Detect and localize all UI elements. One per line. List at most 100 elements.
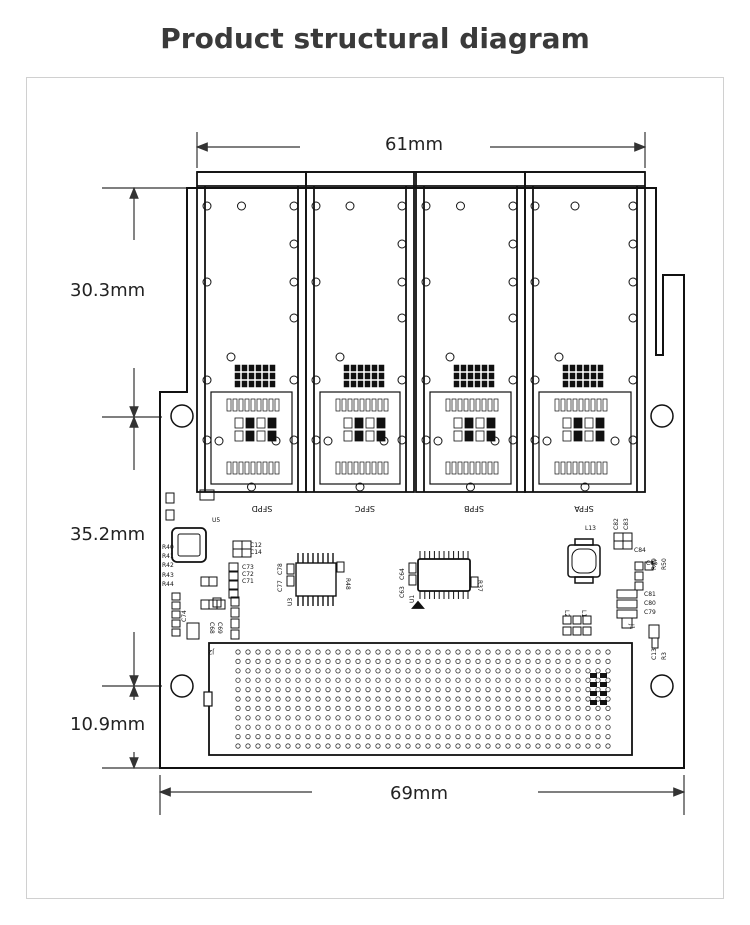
pad [234,380,241,388]
pad [234,364,241,372]
header-hole [425,715,431,721]
passive-component [408,562,417,574]
header-hole [335,658,341,665]
pad [597,364,604,372]
header-hole [395,733,401,740]
header-hole [545,696,551,702]
header-hole [275,649,281,655]
header-hole [245,705,251,712]
pad [359,398,365,412]
header-hole [275,677,281,683]
header-hole [335,724,341,730]
passive-component [613,540,624,550]
header-hole [375,733,381,740]
sfp-cage [415,171,526,493]
pad [493,461,499,475]
header-hole [445,696,451,702]
header-hole [595,668,601,674]
header-hole [325,696,331,702]
header-hole [355,696,361,702]
header-hole [395,724,401,730]
header-hole [385,677,391,683]
pad [451,398,457,412]
header-hole [555,649,561,655]
passive-component [171,619,181,628]
header-hole [235,743,241,749]
header-hole [315,733,321,740]
header-hole [575,733,581,740]
header-hole [495,668,501,674]
silk-c63: C63 [399,586,406,598]
pad [262,398,268,412]
header-hole [435,696,441,702]
passive-component [165,509,175,521]
pad [562,430,572,442]
passive-component [232,548,243,558]
passive-component [208,576,218,587]
pad [584,398,590,412]
header-hole [595,658,601,665]
header-hole [235,649,241,655]
header-hole [385,696,391,702]
via-hole [508,277,518,287]
header-hole [395,677,401,683]
via-hole [289,375,299,385]
silk-c68: C68 [208,622,215,634]
header-hole [285,658,291,665]
header-hole [255,658,261,665]
header-hole [315,668,321,674]
pad [486,417,496,429]
header-hole [315,705,321,712]
header-hole [605,686,611,693]
header-hole [585,715,591,721]
pad [460,380,467,388]
pad [583,364,590,372]
header-hole [445,743,451,749]
header-hole [605,649,611,655]
header-hole [365,733,371,740]
header-hole [285,677,291,683]
header-hole [365,743,371,749]
header-hole [405,686,411,693]
header-hole [425,743,431,749]
header-hole [315,649,321,655]
header-hole [295,658,301,665]
sfp-cages [196,171,646,493]
pad [354,417,364,429]
pad [562,380,569,388]
header-hole [295,677,301,683]
header-hole [575,686,581,693]
pad [578,398,584,412]
header-hole [335,733,341,740]
header-hole [555,743,561,749]
header-hole [565,733,571,740]
passive-component [165,492,175,504]
header-hole [465,733,471,740]
header-hole [385,658,391,665]
header-hole [565,686,571,693]
silk-c82: C82 [613,518,620,530]
header-hole [465,705,471,712]
header-hole [245,724,251,730]
header-hole [515,743,521,749]
pad [234,372,241,380]
pad [335,398,341,412]
pad [590,691,597,696]
header-hole [535,649,541,655]
pad [590,364,597,372]
header-hole [385,649,391,655]
pad [488,372,495,380]
pad [445,398,451,412]
header-hole [555,724,561,730]
header-hole [505,668,511,674]
sfp-cage-body [415,171,526,493]
header-hole [445,724,451,730]
header-hole [435,733,441,740]
header-hole [565,705,571,712]
passive-component [171,610,181,619]
passive-component [622,540,633,550]
header-hole [445,649,451,655]
pad [569,380,576,388]
silk-r49: R49 [651,558,658,570]
sfp-label-b: SFPB [464,504,484,513]
